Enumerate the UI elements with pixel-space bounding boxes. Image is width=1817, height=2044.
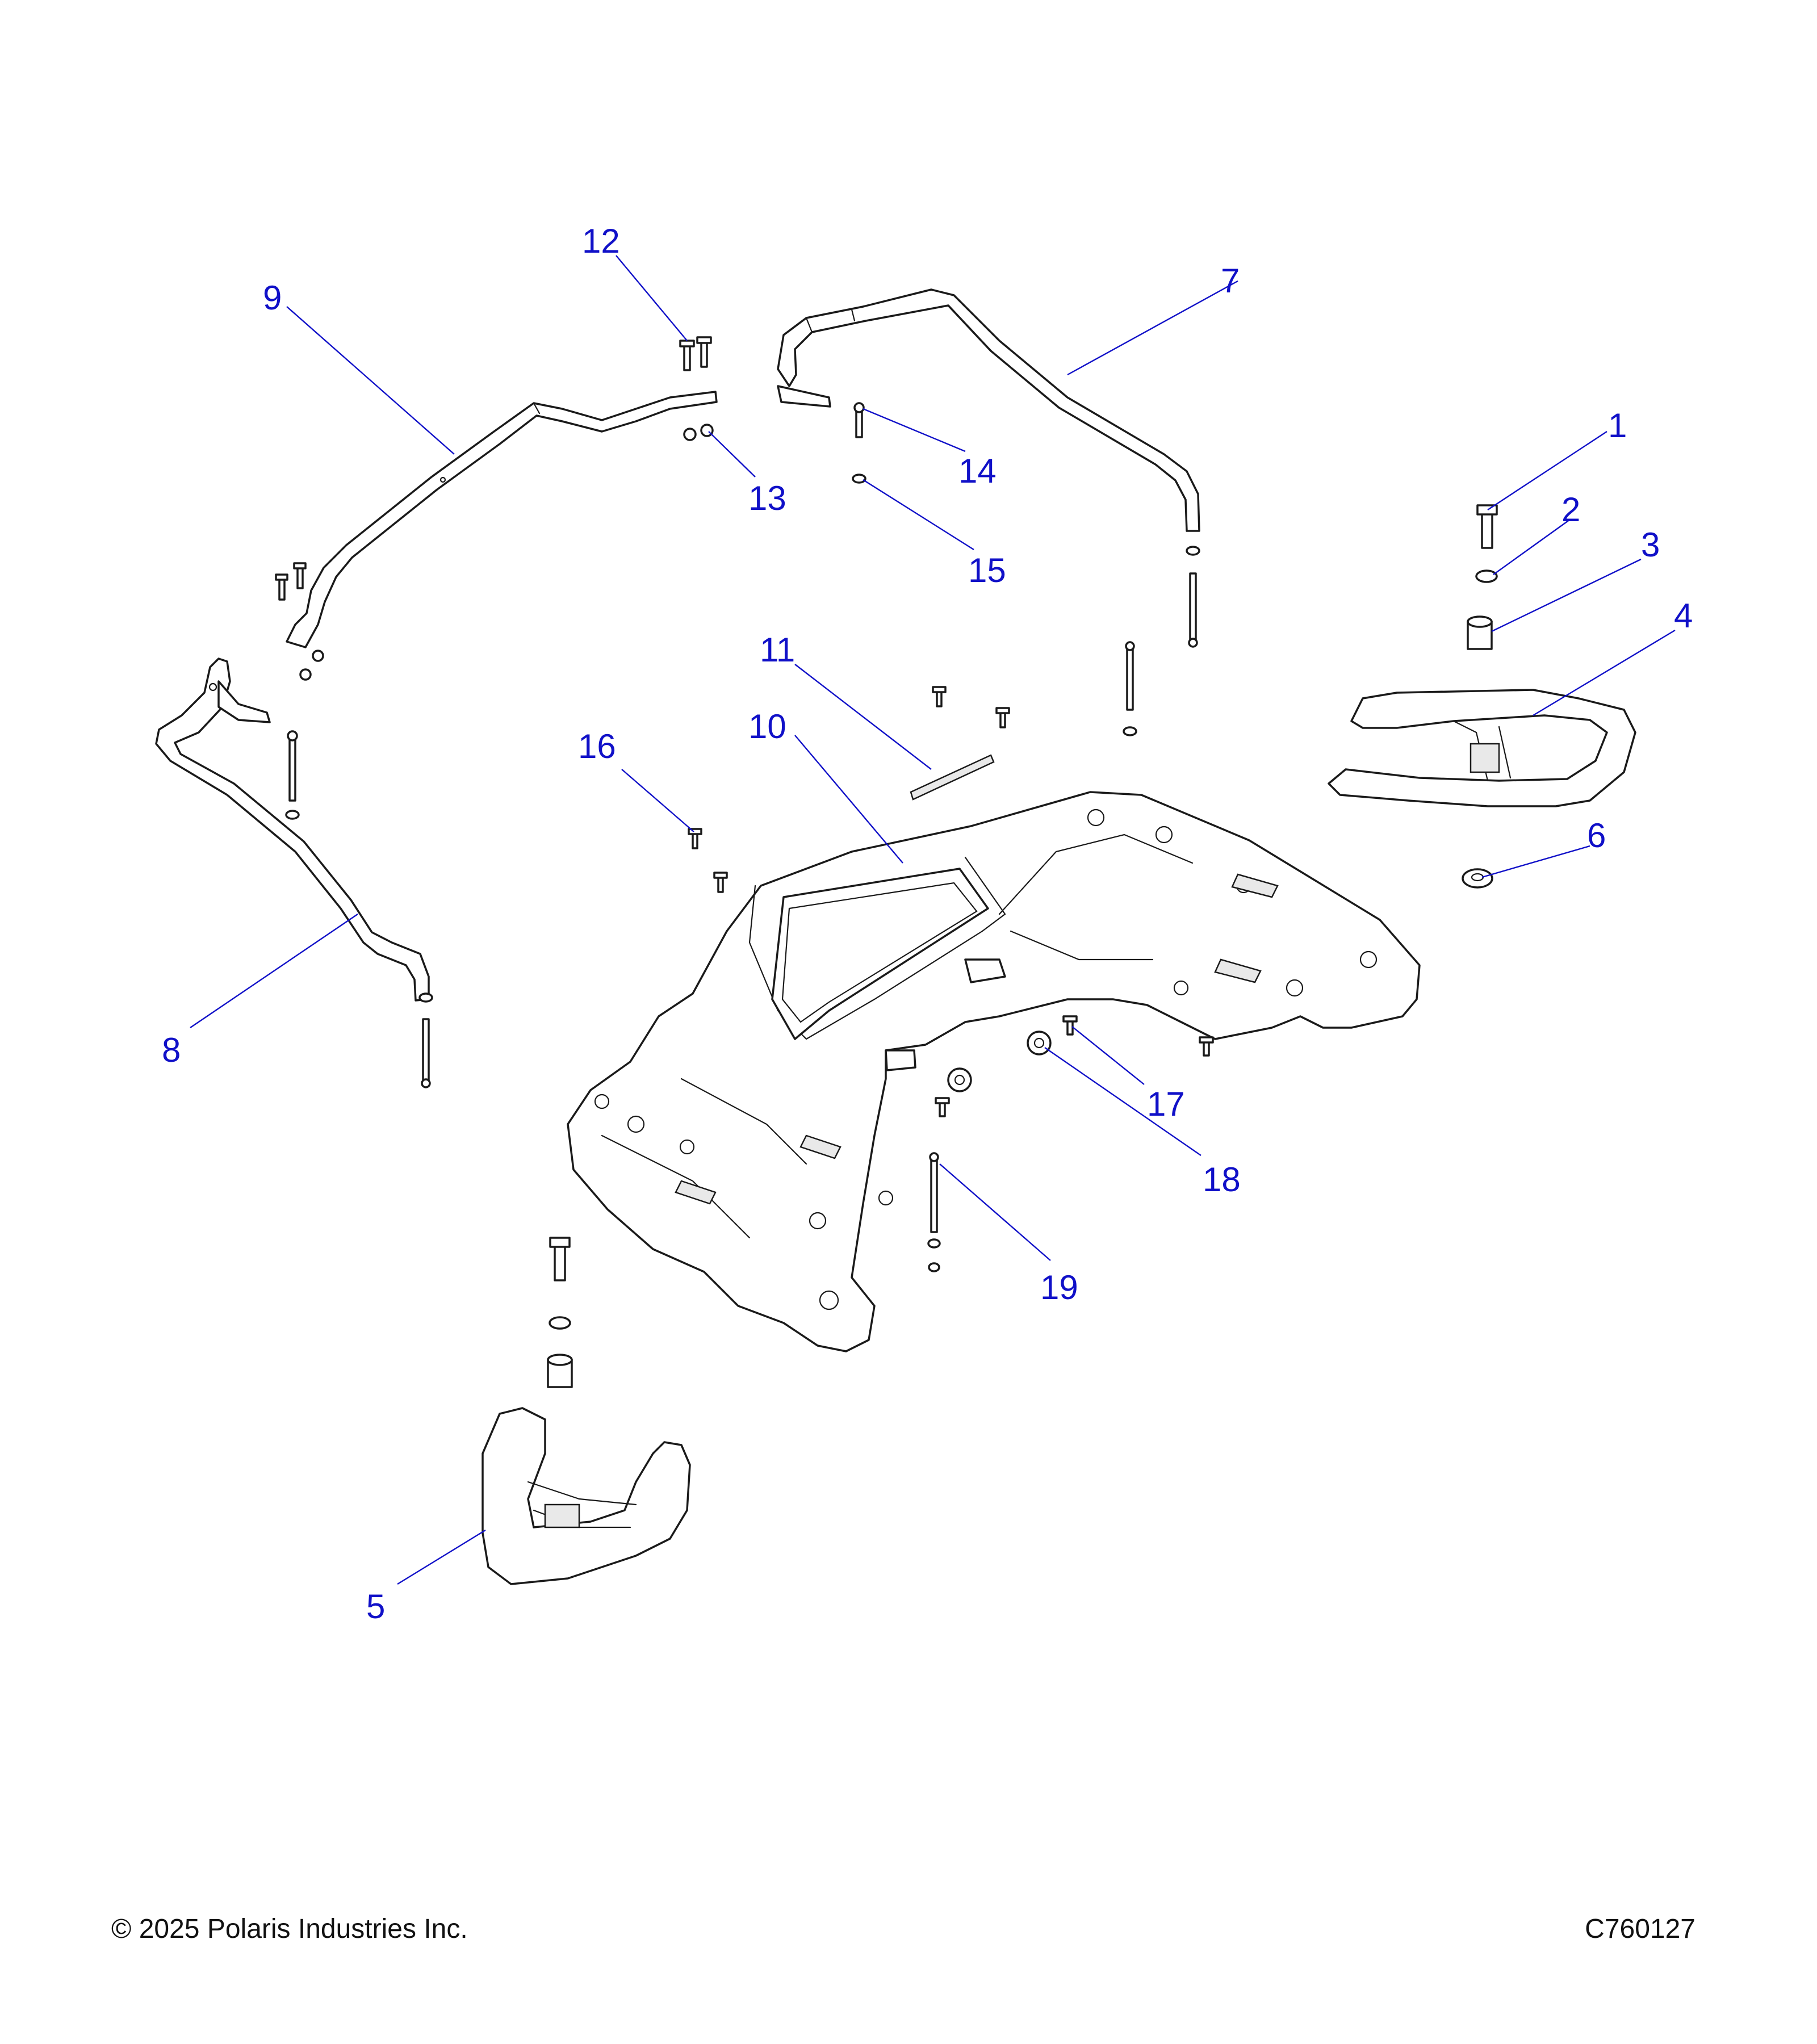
- part-9-grab-bar: [286, 391, 718, 648]
- part-1-bolt: [1476, 504, 1498, 549]
- part-10-rack-base: [567, 791, 1421, 1352]
- part-16-screws: [688, 686, 1010, 893]
- part-4-grab-handle-right: [1328, 689, 1636, 807]
- callout-14: 14: [958, 452, 997, 490]
- part-2-washer: [1475, 569, 1498, 583]
- callout-8: 8: [162, 1031, 181, 1069]
- callout-2: 2: [1561, 491, 1580, 529]
- drawing-number: C760127: [1585, 1914, 1695, 1944]
- part-7-side-rail-right: [777, 288, 1200, 532]
- callout-9: 9: [263, 279, 282, 317]
- callout-12: 12: [582, 222, 620, 260]
- callout-10: 10: [748, 707, 786, 745]
- part-11-decal: [910, 754, 995, 801]
- callout-leaders: [190, 255, 1676, 1585]
- callout-15: 15: [968, 551, 1006, 589]
- callout-11: 11: [760, 631, 795, 669]
- callout-16: 16: [578, 727, 616, 765]
- callout-labels: 1 2 3 4 5 6 7 8 9 10 11 12 13 14 15 16 1…: [162, 222, 1693, 1626]
- part-13-nuts: [299, 424, 714, 681]
- callout-7: 7: [1221, 262, 1240, 300]
- part-6-grommet: [1462, 868, 1493, 889]
- part-14-pins: [287, 402, 1198, 1088]
- callout-4: 4: [1674, 597, 1693, 635]
- callout-1: 1: [1608, 407, 1627, 445]
- callout-6: 6: [1587, 816, 1606, 855]
- callout-17: 17: [1147, 1085, 1185, 1123]
- part-19-pin: [927, 1152, 941, 1272]
- callout-5: 5: [366, 1588, 385, 1626]
- part-18-nuts: [947, 1031, 1052, 1092]
- copyright-notice: © 2025 Polaris Industries Inc.: [111, 1914, 468, 1944]
- part-5-grab-handle-front: [482, 1407, 691, 1585]
- callout-3: 3: [1641, 526, 1660, 564]
- callout-18: 18: [1203, 1161, 1241, 1199]
- callout-19: 19: [1040, 1268, 1078, 1306]
- part-15-washers: [285, 474, 1200, 1003]
- callout-13: 13: [748, 479, 786, 517]
- part-12-screws: [275, 336, 712, 601]
- part-8-side-rail-left: [155, 657, 430, 1002]
- part-5-hardware: [547, 1237, 573, 1388]
- part-3-spacer: [1467, 615, 1493, 650]
